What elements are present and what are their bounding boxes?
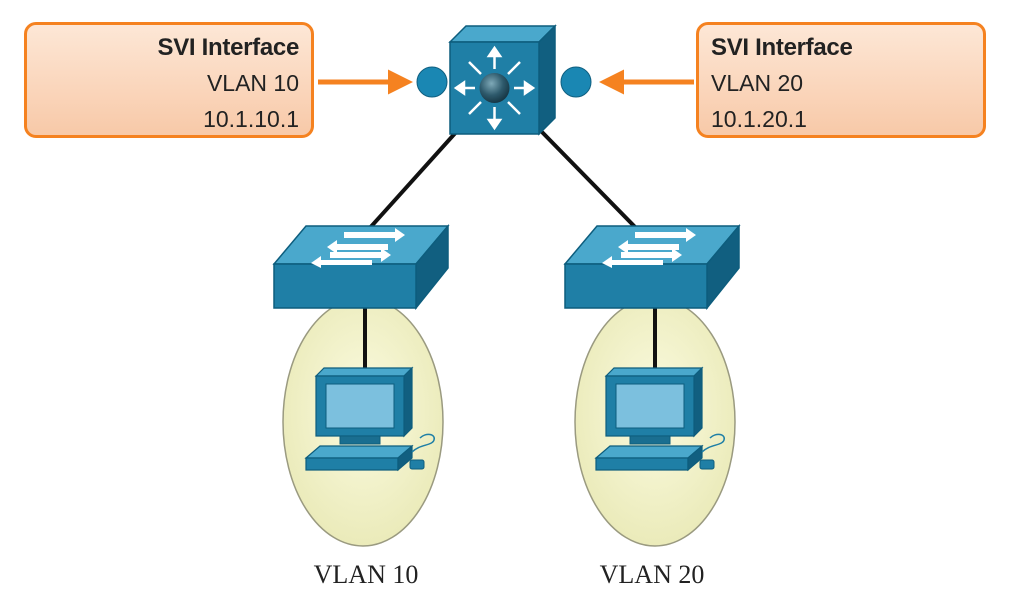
workgroup-switch-left-icon (272, 223, 450, 311)
svi-port-right-icon (560, 66, 592, 98)
svi-port-left-icon (416, 66, 448, 98)
workgroup-switch-right-icon (563, 223, 741, 311)
svi-ip-left: 10.1.10.1 (203, 106, 299, 132)
pc-right-icon (594, 366, 725, 472)
svi-vlan-right: VLAN 20 (711, 70, 804, 96)
multilayer-switch-icon (448, 24, 557, 136)
svi-box-vlan10: SVI Interface VLAN 10 10.1.10.1 (24, 22, 314, 138)
svi-vlan-left: VLAN 10 (206, 70, 299, 96)
pc-left-icon (304, 366, 435, 472)
svi-box-vlan20: SVI Interface VLAN 20 10.1.20.1 (696, 22, 986, 138)
svi-ip-right: 10.1.20.1 (711, 106, 807, 132)
svi-title-right: SVI Interface (711, 34, 853, 61)
vlan10-caption: VLAN 10 (313, 560, 419, 589)
svi-title-left: SVI Interface (157, 34, 300, 61)
link-core-to-switch2 (538, 128, 640, 232)
link-core-to-switch1 (366, 128, 460, 232)
vlan20-caption: VLAN 20 (599, 560, 705, 589)
